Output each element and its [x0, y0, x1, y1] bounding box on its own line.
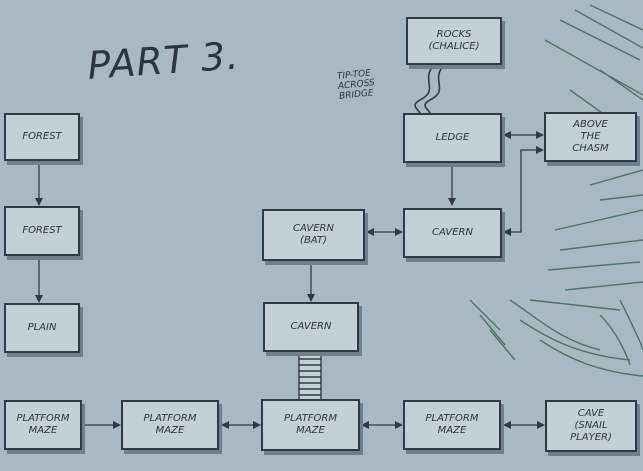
node-cave: CAVE (SNAIL PLAYER) [545, 400, 637, 452]
node-platform-maze-1: PLATFORM MAZE [4, 400, 82, 450]
node-plain: PLAIN [4, 303, 80, 353]
node-ledge: LEDGE [403, 113, 502, 163]
ladder [299, 353, 321, 401]
node-cavern-bat: CAVERN (BAT) [262, 209, 365, 261]
node-forest-1: FOREST [4, 113, 80, 161]
bridge-rope [415, 65, 444, 118]
arrow-cavern-above [504, 150, 543, 232]
bridge-note: TIP-TOE ACROSS BRIDGE [337, 68, 377, 102]
node-cavern-lower: CAVERN [263, 302, 359, 352]
node-rocks: ROCKS (CHALICE) [406, 17, 502, 65]
node-platform-maze-4: PLATFORM MAZE [403, 400, 501, 450]
node-platform-maze-2: PLATFORM MAZE [121, 400, 219, 450]
node-cavern-right: CAVERN [403, 208, 502, 258]
node-forest-2: FOREST [4, 206, 80, 256]
node-above-chasm: ABOVE THE CHASM [544, 112, 637, 162]
node-platform-maze-3: PLATFORM MAZE [261, 399, 360, 451]
